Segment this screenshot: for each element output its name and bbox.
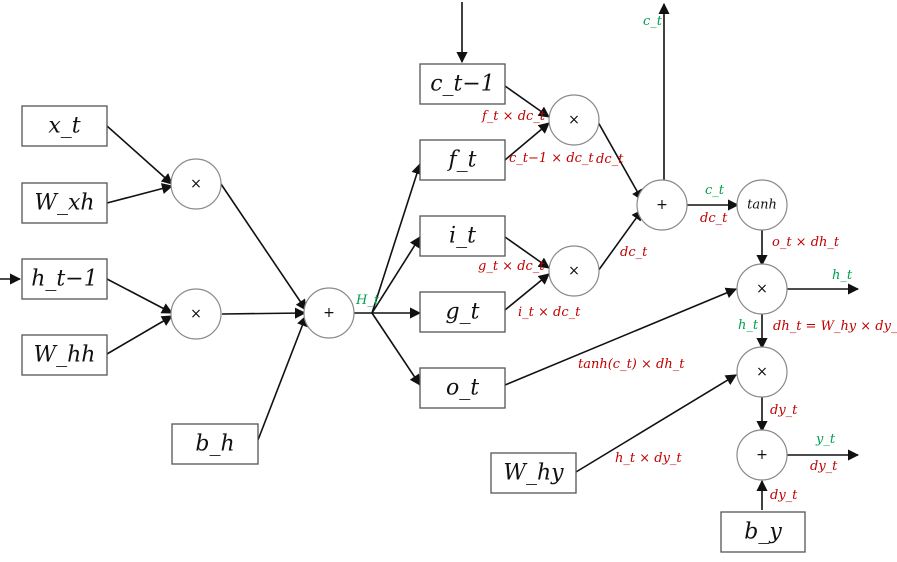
label-w-xh: W_xh	[34, 191, 94, 216]
grad-gt-dct: g_t × dc_t	[478, 259, 545, 274]
box-f-t: f_t	[419, 139, 506, 181]
grad-ot-dht: o_t × dh_t	[772, 235, 840, 250]
box-h-prev: h_t−1	[21, 258, 108, 300]
box-c-prev: c_t−1	[419, 63, 506, 105]
grad-it-dct: i_t × dc_t	[518, 305, 581, 320]
label-b-h: b_h	[195, 432, 234, 457]
grad-dct-2: dc_t	[700, 211, 728, 226]
grad-dct-1: dc_t	[596, 152, 624, 167]
grad-dyt-by: dy_t	[770, 488, 798, 503]
edge-gt-mul4	[504, 273, 550, 311]
label-c-t-top: c_t	[643, 14, 663, 29]
times-symbol: ×	[568, 112, 580, 128]
label-w-hh: W_hh	[34, 343, 96, 368]
edge-split-it	[371, 236, 421, 314]
edge-why-mul6	[575, 374, 737, 473]
op-plus-cell: +	[636, 179, 688, 231]
times-symbol: ×	[568, 263, 580, 279]
grad-cprev-dct: c_t−1 × dc_t	[509, 151, 594, 166]
grad-ft-dct: f_t × dc_t	[481, 109, 546, 124]
edge-bh-plus	[257, 314, 308, 441]
times-symbol: ×	[190, 306, 202, 322]
box-g-t: g_t	[419, 291, 506, 333]
op-mul-hw: ×	[170, 288, 222, 340]
edge-mul4-plus2	[597, 209, 643, 272]
box-x-t: x_t	[21, 105, 108, 147]
op-mul-forget: ×	[548, 94, 600, 146]
edge-it-mul4	[504, 236, 550, 269]
label-H-t: H_t	[355, 293, 380, 308]
op-mul-xw: ×	[170, 158, 222, 210]
edge-ft-mul3	[504, 122, 550, 161]
plus-symbol: +	[323, 305, 335, 321]
edge-split-ot	[371, 312, 421, 386]
label-o-t: o_t	[446, 376, 479, 401]
box-o-t: o_t	[419, 367, 506, 409]
edges	[0, 2, 860, 510]
op-plus-y: +	[736, 429, 788, 481]
box-b-h: b_h	[171, 423, 259, 465]
box-b-y: b_y	[720, 511, 806, 553]
edge-xt-mul1	[106, 125, 173, 185]
grad-ht-dyt: h_t × dy_t	[615, 451, 682, 466]
edge-ot-mul5	[504, 287, 738, 386]
op-mul-input: ×	[548, 245, 600, 297]
times-symbol: ×	[756, 281, 768, 297]
label-g-t: g_t	[446, 300, 480, 325]
label-c-prev: c_t−1	[430, 72, 495, 97]
grad-dyt-1: dy_t	[770, 403, 798, 418]
box-w-hy: W_hy	[490, 452, 577, 494]
grad-dht-eq: dh_t = W_hy × dy_t	[773, 319, 897, 334]
edge-hprev-mul2	[106, 278, 173, 314]
label-c-t-mid: c_t	[705, 183, 725, 198]
label-b-y: b_y	[744, 520, 782, 545]
edge-mul1-plus	[220, 183, 307, 311]
grad-dyt-out: dy_t	[810, 459, 838, 474]
op-mul-output: ×	[736, 263, 788, 315]
box-i-t: i_t	[419, 215, 506, 257]
label-i-t: i_t	[449, 224, 476, 249]
edge-mul3-plus2	[597, 121, 643, 201]
tanh-label: tanh	[747, 198, 777, 213]
label-y-t: y_t	[815, 432, 836, 447]
times-symbol: ×	[190, 176, 202, 192]
edge-cprev-mul3	[504, 85, 550, 118]
grad-tanh-ct-dht: tanh(c_t) × dh_t	[578, 357, 685, 372]
box-w-hh: W_hh	[21, 334, 108, 376]
plus-symbol: +	[756, 447, 768, 463]
label-h-t-out: h_t	[832, 268, 853, 283]
edge-wxh-mul1	[106, 183, 174, 204]
op-plus-h: +	[303, 287, 355, 339]
op-tanh: tanh	[736, 179, 788, 231]
edge-mul2-plus	[221, 307, 307, 319]
grad-dct-3: dc_t	[620, 245, 648, 260]
edge-whh-mul2	[106, 315, 173, 355]
edge-split-ft	[371, 162, 423, 314]
label-f-t: f_t	[447, 148, 477, 173]
times-symbol: ×	[756, 364, 768, 380]
op-mul-why: ×	[736, 346, 788, 398]
box-w-xh: W_xh	[21, 182, 108, 224]
label-h-prev: h_t−1	[31, 267, 97, 292]
label-h-t-down: h_t	[738, 318, 759, 333]
label-x-t: x_t	[48, 114, 80, 139]
label-w-hy: W_hy	[503, 461, 564, 486]
plus-symbol: +	[656, 197, 668, 213]
